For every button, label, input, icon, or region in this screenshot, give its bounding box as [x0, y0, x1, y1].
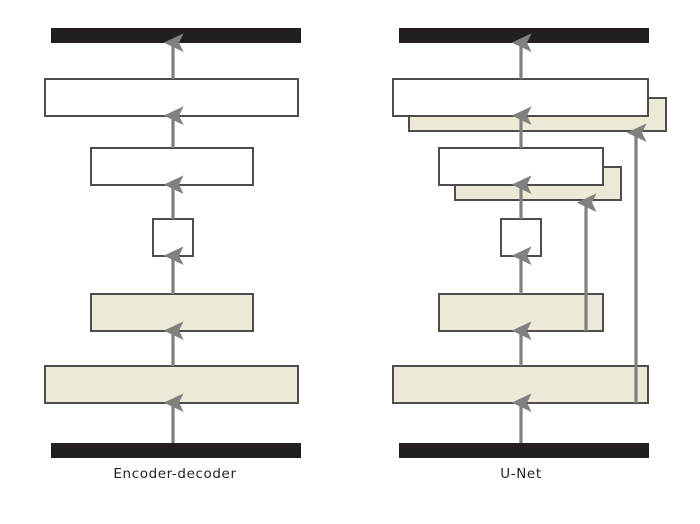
block-encoder-decoder-encoder-block-large — [44, 365, 299, 404]
panel-encoder-decoder: Encoder-decoder — [44, 28, 301, 482]
panels-group: Encoder-decoder U-Net — [44, 28, 667, 482]
block-u-net-output-image-bar — [399, 28, 649, 43]
panel-label-u-net: U-Net — [500, 466, 541, 482]
block-encoder-decoder-decoder-block-large — [44, 78, 299, 117]
block-u-net-bottleneck-block — [500, 218, 542, 257]
block-u-net-encoder-block-medium — [438, 293, 604, 332]
panel-label-encoder-decoder: Encoder-decoder — [113, 466, 236, 482]
block-encoder-decoder-input-image-bar — [51, 443, 301, 458]
block-encoder-decoder-encoder-block-medium — [90, 293, 254, 332]
block-encoder-decoder-decoder-block-medium — [90, 147, 254, 186]
panel-u-net: U-Net — [392, 28, 667, 482]
block-u-net-decoder-block-large — [392, 78, 649, 117]
block-u-net-encoder-block-large — [392, 365, 649, 404]
block-encoder-decoder-bottleneck-block — [152, 218, 194, 257]
block-encoder-decoder-output-image-bar — [51, 28, 301, 43]
block-u-net-decoder-block-medium — [438, 147, 604, 186]
block-u-net-input-image-bar — [399, 443, 649, 458]
